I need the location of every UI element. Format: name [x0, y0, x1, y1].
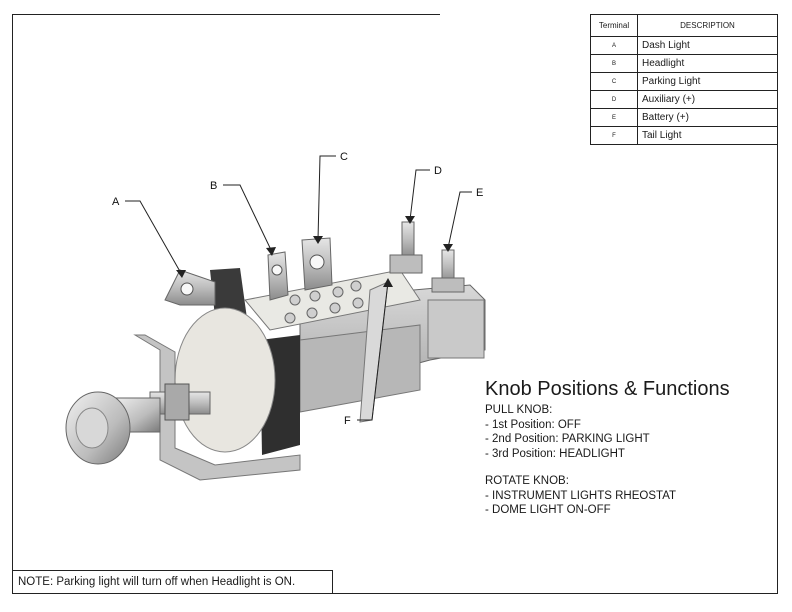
callout-d: D: [434, 165, 442, 177]
front-disc: [174, 307, 276, 453]
pull-knob-heading: PULL KNOB:: [485, 404, 553, 416]
note-box: NOTE: Parking light will turn off when H…: [12, 570, 333, 594]
rear-block: [427, 299, 485, 359]
terminal-d: [401, 221, 415, 258]
list-item: - 1st Position: OFF: [485, 418, 581, 431]
callout-e: E: [476, 187, 483, 199]
list-item: - INSTRUMENT LIGHTS RHEOSTAT: [485, 489, 677, 502]
callout-f: F: [344, 415, 351, 427]
leader-lines: [125, 155, 472, 421]
frame-gap: [440, 10, 590, 18]
callout-b: B: [210, 180, 217, 192]
hex-nut: [164, 383, 190, 421]
rotate-knob-heading: ROTATE KNOB:: [485, 475, 569, 487]
side-plate: [299, 324, 421, 413]
list-item: - 2nd Position: PARKING LIGHT: [485, 433, 650, 445]
callout-c: C: [340, 151, 348, 163]
description-cell: Tail Light: [637, 126, 778, 145]
terminal-b: [267, 251, 289, 301]
knob-functions-panel: Knob Positions & Functions PULL KNOB: - …: [485, 376, 775, 518]
functions-title: Knob Positions & Functions: [485, 378, 730, 400]
terminal-table-header: Terminal DESCRIPTION: [590, 14, 778, 37]
terminal-e: [441, 249, 455, 283]
list-item: - DOME LIGHT ON-OFF: [485, 504, 611, 516]
switch-image: [65, 221, 486, 481]
drawing-frame: [12, 14, 778, 594]
callout-a: A: [112, 196, 120, 208]
list-item: - 3rd Position: HEADLIGHT: [485, 447, 625, 460]
leader-arrows: [176, 216, 453, 287]
